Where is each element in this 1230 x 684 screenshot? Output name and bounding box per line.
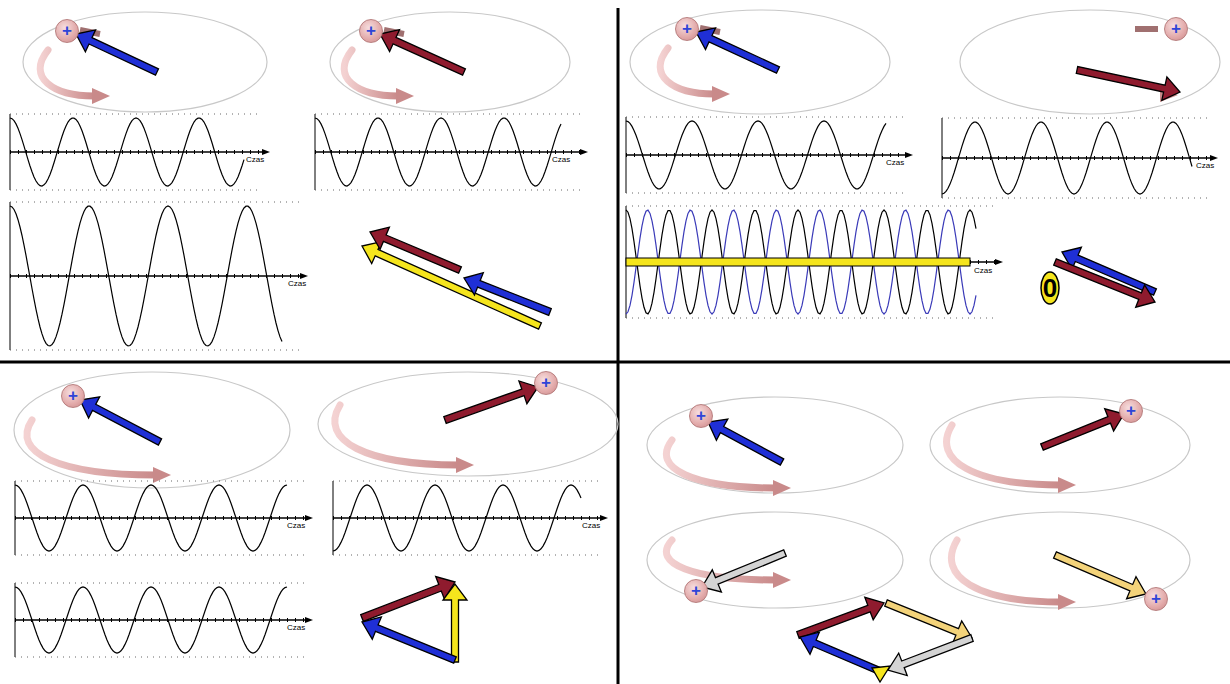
phasor-arrow bbox=[800, 632, 883, 675]
axis-label: Czas bbox=[886, 158, 904, 167]
phasor-arrow bbox=[702, 550, 786, 592]
result-zero: 0 bbox=[1043, 273, 1057, 304]
wave-graph bbox=[10, 202, 308, 350]
motion-arrow bbox=[951, 540, 1076, 610]
wave-graph bbox=[626, 210, 976, 314]
charge-circle: + bbox=[1164, 17, 1188, 41]
charge-sign: + bbox=[1151, 590, 1161, 607]
phasor-arrow bbox=[1076, 67, 1180, 101]
axis-label: Czas bbox=[552, 155, 570, 164]
phasor-arrow bbox=[888, 635, 973, 676]
phasor-arrow bbox=[872, 666, 890, 682]
axis-label: Czas bbox=[287, 623, 305, 632]
charge-sign: + bbox=[691, 582, 701, 599]
axis-label: Czas bbox=[974, 266, 992, 275]
motion-arrow bbox=[666, 440, 791, 496]
charge-sign: + bbox=[541, 374, 551, 391]
phasor-arrow bbox=[362, 242, 541, 330]
phasor-arrow bbox=[1041, 409, 1124, 450]
phasor-arrow bbox=[443, 584, 467, 662]
wave-graph bbox=[15, 583, 313, 657]
motion-arrow bbox=[344, 50, 414, 104]
motion-arrow bbox=[660, 48, 730, 102]
axis-label: Czas bbox=[1196, 161, 1214, 170]
axis-label: Czas bbox=[582, 521, 600, 530]
motion-stub bbox=[1135, 26, 1158, 32]
charge-sign: + bbox=[696, 407, 706, 424]
phasor-arrow bbox=[76, 30, 159, 75]
phasor-arrow bbox=[1054, 552, 1146, 599]
motion-arrow bbox=[27, 420, 171, 483]
phasor-arrow bbox=[444, 381, 538, 423]
wave-graph bbox=[15, 481, 313, 555]
charge-circle: + bbox=[1144, 587, 1168, 611]
wave-graph bbox=[10, 114, 270, 190]
charge-circle: + bbox=[359, 19, 383, 43]
charge-sign: + bbox=[682, 20, 692, 37]
motion-arrow bbox=[40, 50, 110, 104]
phasor-arrow bbox=[696, 28, 780, 73]
axis-label: Czas bbox=[246, 155, 264, 164]
phasor-arrow bbox=[1054, 259, 1155, 307]
charge-circle: + bbox=[684, 579, 708, 603]
wave-graph bbox=[315, 114, 588, 190]
phasor-arrow bbox=[361, 577, 455, 622]
charge-sign: + bbox=[62, 22, 72, 39]
charge-circle: + bbox=[1119, 399, 1143, 423]
wave-graph bbox=[626, 206, 1003, 318]
axis-label: Czas bbox=[287, 521, 305, 530]
phasor-arrow bbox=[464, 273, 551, 316]
phasor-arrow bbox=[380, 30, 465, 75]
charge-sign: + bbox=[1171, 20, 1181, 37]
charge-circle: + bbox=[689, 404, 713, 428]
phasor-arrow bbox=[885, 600, 972, 643]
charge-sign: + bbox=[1126, 402, 1136, 419]
wave-graph bbox=[333, 481, 608, 555]
wave-graph bbox=[942, 118, 1218, 198]
phasor-arrow bbox=[362, 617, 456, 663]
charge-sign: + bbox=[68, 387, 78, 404]
phasor-arrow bbox=[80, 397, 162, 445]
motion-arrow bbox=[947, 425, 1076, 493]
charge-circle: + bbox=[675, 17, 699, 41]
phasor-arrow bbox=[797, 597, 884, 638]
charge-circle: + bbox=[534, 371, 558, 395]
charge-circle: + bbox=[55, 19, 79, 43]
charge-circle: + bbox=[61, 384, 85, 408]
phasor-arrow bbox=[370, 227, 461, 273]
charge-sign: + bbox=[366, 22, 376, 39]
axis-label: Czas bbox=[288, 279, 306, 288]
motion-arrow bbox=[666, 540, 791, 588]
phasor-arrow bbox=[708, 419, 784, 465]
wave-graph bbox=[626, 117, 913, 193]
